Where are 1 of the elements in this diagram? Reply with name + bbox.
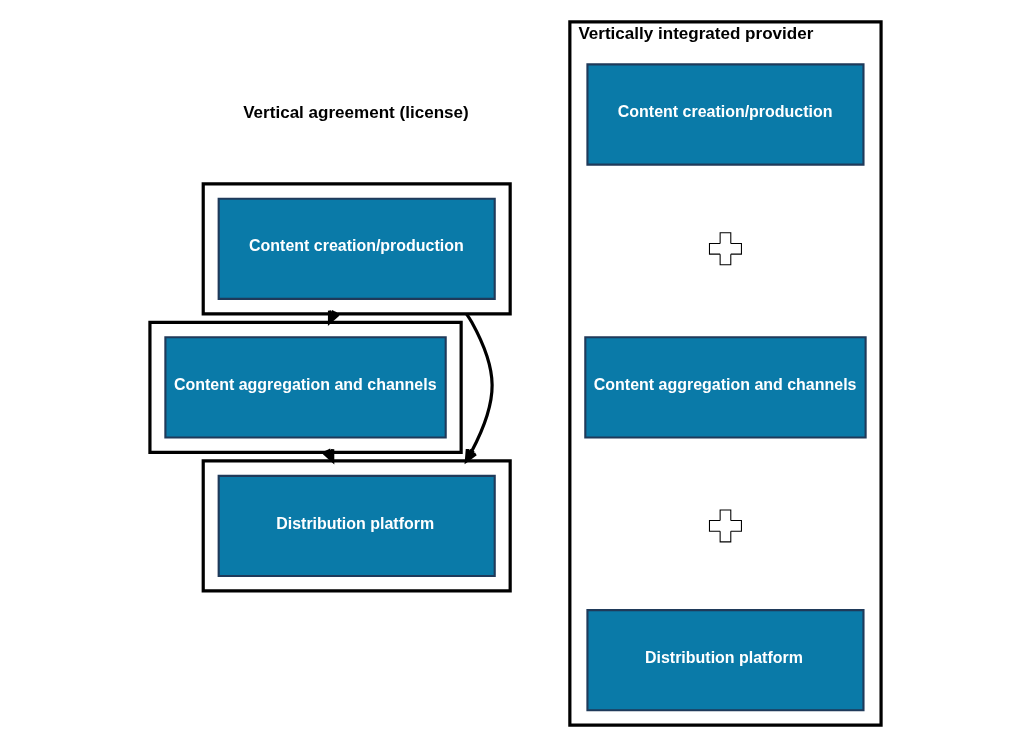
label: Vertical agreement (license) xyxy=(242,102,469,121)
